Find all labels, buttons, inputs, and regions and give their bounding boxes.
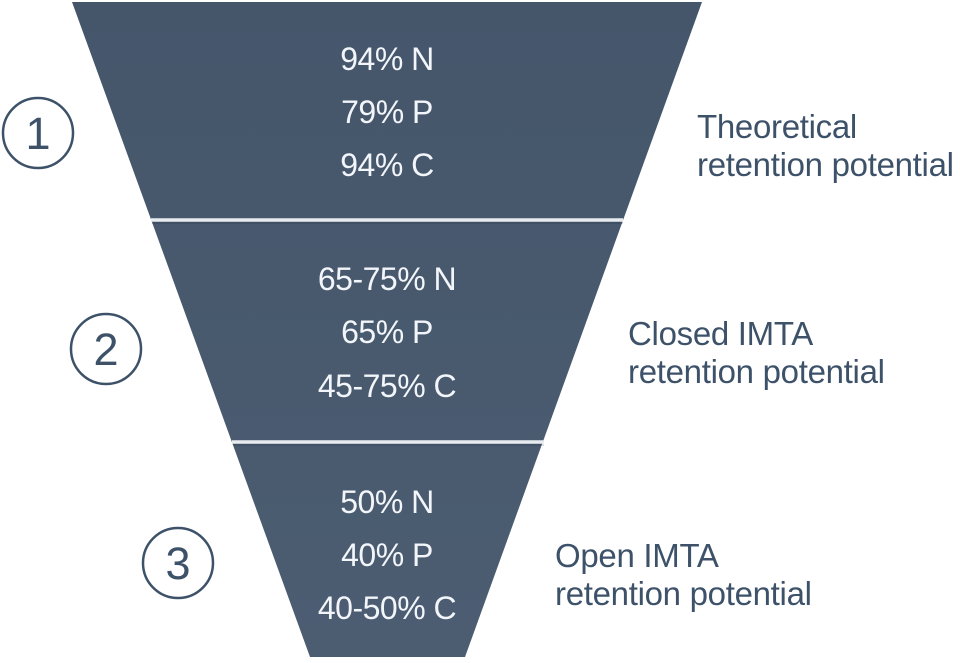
tier-3-label: Open IMTA retention potential	[555, 537, 812, 612]
step-2-circle	[69, 312, 143, 386]
tier-1-values: 94% N 79% P 94% C	[340, 41, 434, 183]
tier-1-label-line-2: retention potential	[697, 146, 954, 183]
tier-2-value-1: 65-75% N	[318, 261, 456, 297]
tier-1-value-1: 94% N	[340, 41, 434, 77]
step-2-number: 2	[93, 324, 118, 375]
tier-1-label-line-1: Theoretical	[697, 108, 857, 145]
tier-3-label-line-2: retention potential	[555, 575, 812, 612]
tier-2-label-line-1: Closed IMTA	[628, 315, 813, 352]
tier-2-label: Closed IMTA retention potential	[628, 315, 885, 390]
tier-2-label-line-2: retention potential	[628, 353, 885, 390]
tier-3-value-3: 40-50% C	[318, 590, 456, 626]
step-marker-2: 2	[69, 312, 143, 386]
step-marker-3: 3	[141, 526, 215, 600]
step-1-circle	[1, 96, 75, 170]
step-3-circle	[141, 526, 215, 600]
tier-3-value-1: 50% N	[340, 484, 434, 520]
tier-2-values: 65-75% N 65% P 45-75% C	[318, 261, 457, 404]
tier-2-value-3: 45-75% C	[318, 368, 456, 404]
tier-3-label-line-1: Open IMTA	[555, 537, 719, 574]
tier-1-value-3: 94% C	[340, 147, 434, 183]
tier-3-values: 50% N 40% P 40-50% C	[318, 484, 457, 626]
step-1-number: 1	[25, 108, 50, 159]
tier-1-value-2: 79% P	[341, 94, 433, 130]
step-3-number: 3	[165, 538, 190, 589]
step-marker-1: 1	[1, 96, 75, 170]
tier-3-value-2: 40% P	[341, 537, 433, 573]
tier-2-value-2: 65% P	[341, 314, 433, 350]
tier-1-label: Theoretical retention potential	[697, 108, 954, 183]
funnel-shape	[72, 2, 702, 657]
